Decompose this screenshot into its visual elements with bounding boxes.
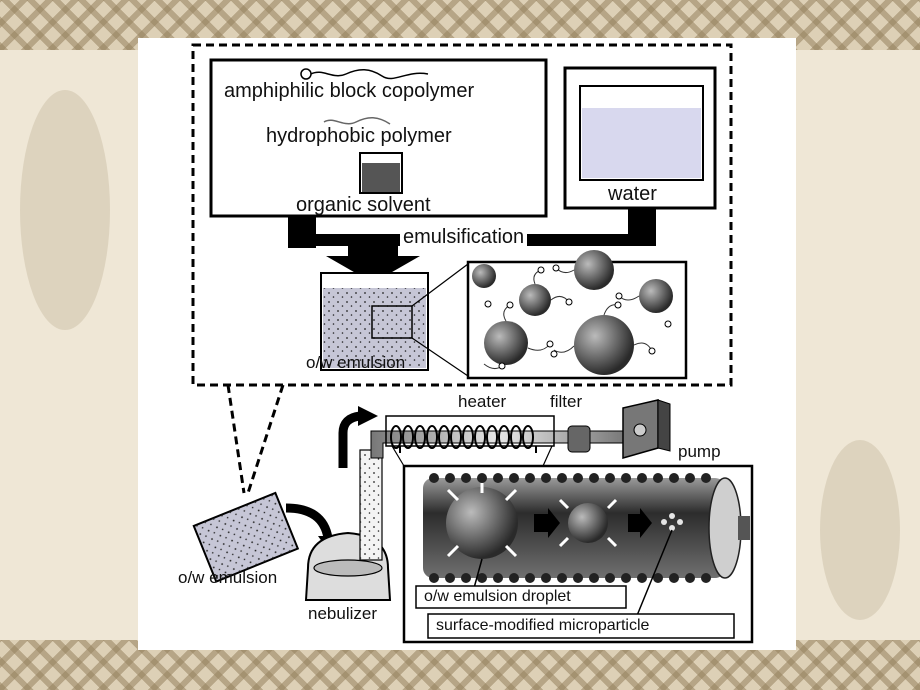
droplet-label: o/w emulsion droplet <box>424 588 571 605</box>
filter-unit <box>567 425 591 453</box>
water-liquid <box>582 108 701 178</box>
filter-label: filter <box>550 392 583 411</box>
process-diagram <box>191 43 754 644</box>
emulsification-label: emulsification <box>400 226 528 249</box>
droplet-label-box <box>415 585 627 609</box>
ow-emulsion-top-label: o/w emulsion <box>306 353 406 372</box>
organic-solvent-label: organic solvent <box>296 194 431 216</box>
shrinking-droplet <box>568 503 608 543</box>
diagram-slide: amphiphilic block copolymer hydrophobic … <box>138 38 796 650</box>
microparticle-label: surface-modified microparticle <box>436 617 650 634</box>
upward-flow-arrow <box>338 411 361 468</box>
microparticles <box>661 513 683 531</box>
process-arrow-2 <box>628 508 652 538</box>
microparticle-label-box <box>427 613 735 639</box>
pouring-beaker <box>192 491 300 583</box>
ow-emulsion-left-label: o/w emulsion <box>178 568 278 587</box>
micelle-spheres <box>472 250 673 375</box>
pour-arrow <box>285 503 333 540</box>
hydrophobic-polymer-label: hydrophobic polymer <box>266 125 452 147</box>
background-ornament-right <box>820 440 900 620</box>
pump-label: pump <box>678 442 721 461</box>
water-label: water <box>608 183 657 205</box>
coil-bumps <box>429 473 711 583</box>
background-ornament-left <box>20 90 110 330</box>
hydrophobic-polymer-squiggle <box>323 117 391 125</box>
heater-coil <box>390 425 534 449</box>
copolymer-heads <box>484 264 672 370</box>
copolymer-head <box>300 68 312 80</box>
emulsion-droplet <box>446 487 518 559</box>
process-arrow-1 <box>534 508 560 538</box>
copolymer-tail <box>310 69 429 80</box>
emulsification-arrow <box>326 246 420 283</box>
evaporation-arrows <box>446 483 618 558</box>
organic-solvent-liquid <box>362 163 400 192</box>
nebulizer-label: nebulizer <box>308 604 377 623</box>
zoom-selection <box>371 305 413 339</box>
heater-label: heater <box>458 392 507 411</box>
process-outer-frame <box>191 43 733 387</box>
amphiphilic-copolymer-label: amphiphilic block copolymer <box>224 80 475 102</box>
